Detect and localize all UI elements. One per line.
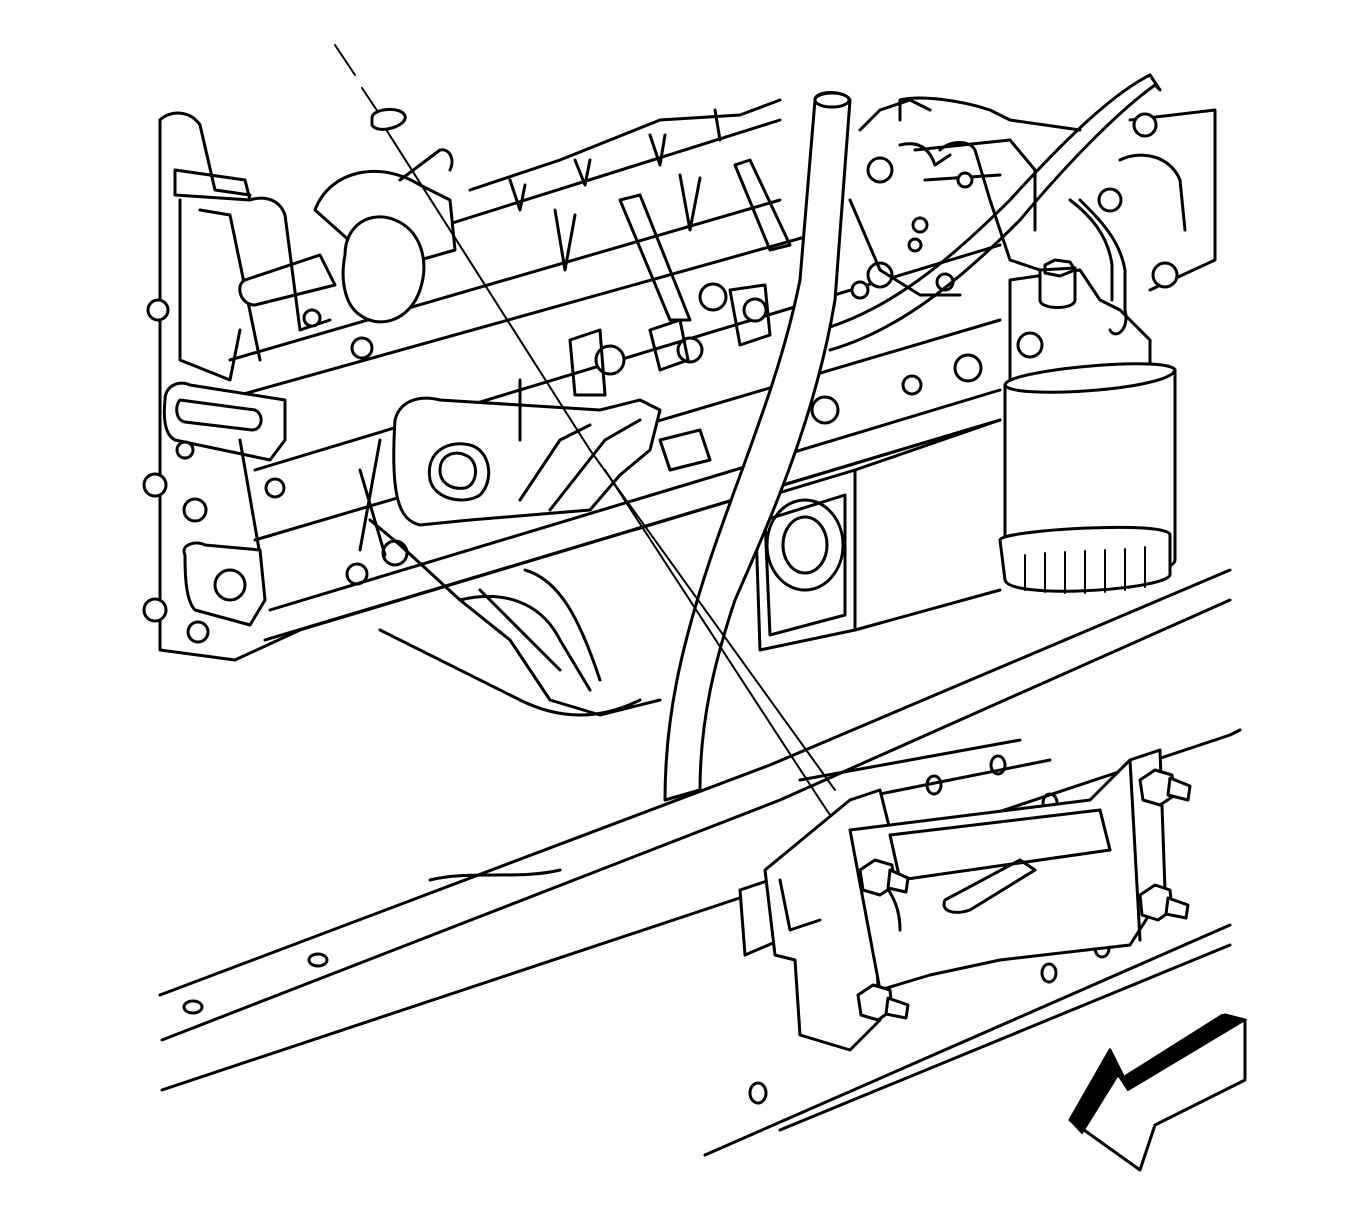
- leader-lines: [334, 44, 836, 816]
- bolt-icon: [1138, 883, 1190, 922]
- bolt-icon: [858, 858, 910, 897]
- mount-bolts: [856, 768, 1192, 1022]
- bolt-icon: [1138, 768, 1192, 807]
- direction-arrow-icon: [1068, 1013, 1248, 1172]
- bolt-icon: [856, 983, 910, 1022]
- frame-mount-bracket: [738, 748, 1167, 1052]
- engine-block: [142, 73, 1217, 717]
- dipstick-tube: [663, 91, 852, 802]
